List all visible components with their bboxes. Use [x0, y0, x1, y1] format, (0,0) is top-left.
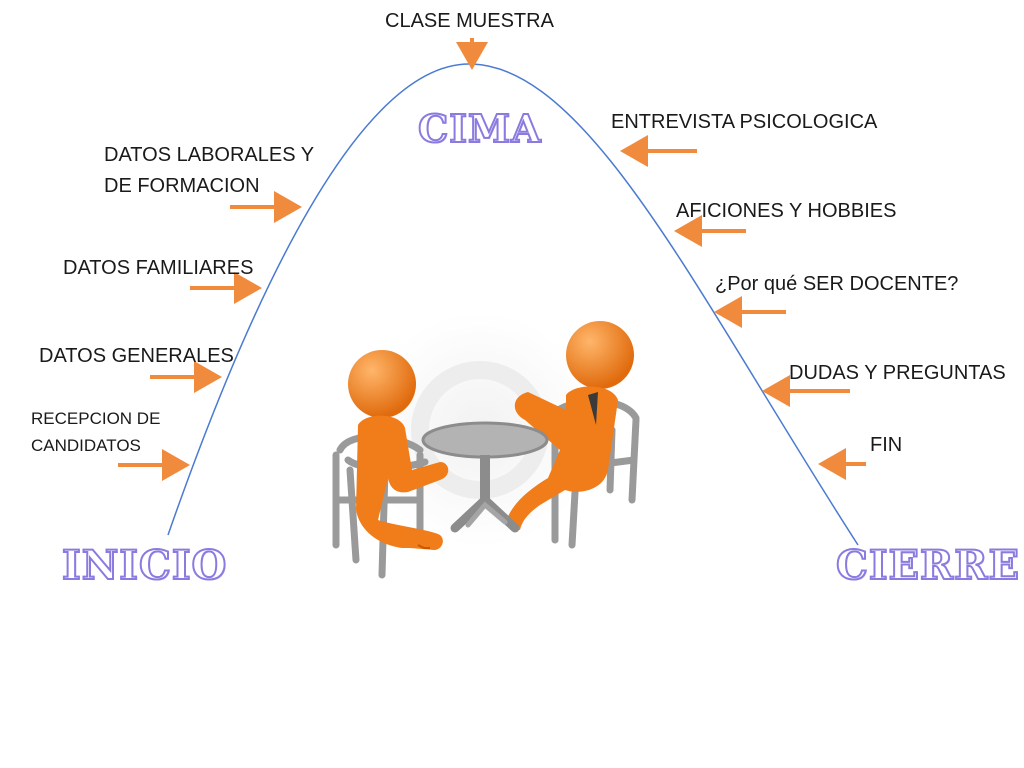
step-fin: FIN [870, 434, 903, 456]
step-datos-generales: DATOS GENERALES [39, 341, 234, 372]
step-datos-laborales: DATOS LABORALES Y DE FORMACION [104, 140, 314, 202]
step-por-que-docente: ¿Por qué SER DOCENTE? [715, 273, 959, 295]
step-datos-familiares: DATOS FAMILIARES [63, 253, 253, 284]
phase-end-label: CIERRE [835, 541, 1021, 590]
step-datos-laborales-line-1: DATOS LABORALES Y [104, 144, 315, 166]
step-datos-laborales-line-2: DE FORMACION [104, 175, 260, 197]
step-entrevista-psicologica: ENTREVISTA PSICOLOGICA [611, 111, 878, 133]
step-clase-muestra: CLASE MUESTRA [385, 10, 554, 32]
step-aficiones-hobbies: AFICIONES Y HOBBIES [676, 200, 897, 222]
two-figures-at-table-icon [332, 312, 640, 579]
right-figure [505, 321, 634, 530]
step-datos-generales-line-1: DATOS GENERALES [39, 345, 234, 367]
left-figure [348, 350, 449, 550]
step-dudas-preguntas: DUDAS Y PREGUNTAS [789, 362, 1006, 384]
step-recepcion-line-1: RECEPCION DE [31, 409, 161, 428]
phase-start-label: INICIO [61, 541, 228, 590]
step-recepcion: RECEPCION DE CANDIDATOS [31, 405, 160, 459]
phase-peak-label: CIMA [417, 105, 542, 152]
step-datos-familiares-line-1: DATOS FAMILIARES [63, 257, 254, 279]
step-recepcion-line-2: CANDIDATOS [31, 436, 141, 455]
round-table [421, 421, 549, 533]
